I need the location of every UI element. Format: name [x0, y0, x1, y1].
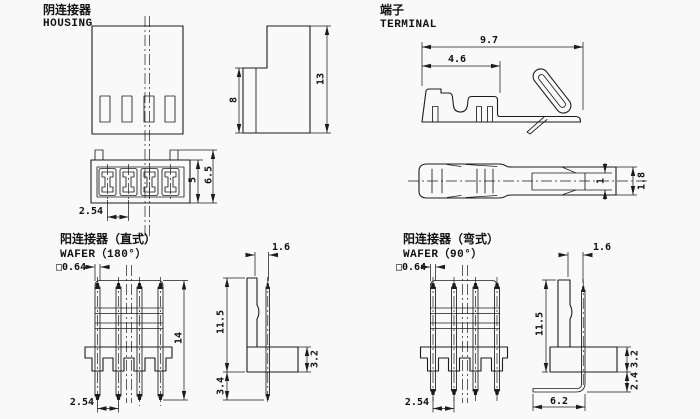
bent-pin — [532, 289, 586, 393]
dim-housing-bottom-overall: 6.5 — [204, 166, 215, 184]
housing-slot — [99, 95, 111, 123]
housing-side-view: 8 13 — [229, 25, 331, 134]
terminal-top-view: 1 1.8 — [408, 163, 648, 200]
wafer-180-title-en: WAFER（180°） — [60, 247, 147, 261]
wafer-base — [84, 346, 173, 372]
dim-wafer90-pin-drop: 2.4 — [630, 372, 641, 390]
dim-terminal-contact-length: 4.6 — [448, 54, 466, 65]
terminal-title-en: TERMINAL — [380, 19, 437, 31]
housing-title-en: HOUSING — [43, 18, 93, 30]
housing-slot — [143, 95, 155, 123]
dim-wafer90-pin-square: □0.64 — [396, 262, 426, 273]
pin — [472, 276, 479, 402]
dim-wafer90-body-height: 11.5 — [535, 312, 546, 336]
wafer-90-side-view: 1.6 11.5 3.2 2.4 6.2 — [532, 242, 641, 411]
wafer-180-front-view: □0.64 2.54 14 — [56, 262, 188, 413]
housing-bottom-view: 2.54 5 6.5 — [79, 149, 217, 221]
pin — [451, 276, 457, 402]
dim-wafer180-base-height: 3.2 — [310, 350, 321, 368]
dim-wafer180-body-height: 11.5 — [216, 310, 227, 334]
dim-wafer90-leg-length: 6.2 — [550, 396, 568, 407]
dim-housing-front-height: 8 — [229, 97, 240, 103]
terminal-side-view: 9.7 4.6 — [421, 35, 584, 135]
dim-wafer180-pin-square: □0.64 — [56, 262, 86, 273]
wafer-180-side-view: 1.6 11.5 3.4 3.2 — [216, 242, 321, 405]
dim-wafer90-pin-offset: 1.6 — [593, 242, 611, 253]
wafer-90-title-en: WAFER（90°） — [403, 247, 483, 261]
housing-tab — [169, 149, 179, 161]
housing-cavity — [98, 163, 117, 201]
dim-wafer90-pitch: 2.54 — [405, 397, 429, 408]
wafer-90-section: 阳连接器（弯式） WAFER（90°） □0.64 2.54 — [396, 231, 641, 413]
wafer-180-title-cn: 阳连接器（直式） — [60, 231, 156, 247]
housing-slot — [164, 95, 176, 123]
dim-wafer180-overall-height: 14 — [174, 332, 185, 344]
wafer-base — [246, 346, 299, 373]
housing-cavity — [119, 163, 138, 201]
wafer-180-section: 阳连接器（直式） WAFER（180°） □0.64 2.54 14 — [56, 231, 321, 413]
dim-terminal-overall-length: 9.7 — [480, 35, 498, 46]
pin — [115, 276, 122, 407]
dim-wafer180-pin-offset: 1.6 — [272, 242, 290, 253]
wafer-90-title-cn: 阳连接器（弯式） — [403, 231, 499, 247]
dim-housing-overall-height: 13 — [316, 73, 327, 85]
pin — [157, 276, 164, 407]
dim-wafer180-pitch: 2.54 — [70, 397, 94, 408]
wafer-90-front-view: □0.64 2.54 — [396, 262, 509, 413]
housing-title-cn: 阴连接器 — [43, 2, 92, 18]
pin — [494, 276, 500, 402]
terminal-title-cn: 端子 — [380, 2, 404, 18]
dim-housing-cavity-height: 5 — [188, 177, 199, 183]
pin — [136, 276, 143, 407]
dim-wafer180-pin-tail: 3.4 — [216, 377, 227, 395]
housing-tab — [94, 149, 104, 161]
housing-slot — [121, 95, 133, 123]
wafer-base — [419, 346, 509, 372]
dim-housing-pitch: 2.54 — [79, 206, 103, 217]
pin — [430, 276, 436, 402]
housing-section: 阴连接器 HOUSING 8 13 — [43, 2, 331, 237]
dim-wafer90-base-height: 3.2 — [630, 350, 641, 368]
housing-cavity — [161, 163, 180, 201]
pin — [94, 276, 101, 407]
terminal-spring-clip — [532, 68, 572, 114]
housing-front-view — [91, 16, 184, 237]
terminal-section: 端子 TERMINAL 9.7 4.6 — [380, 2, 648, 200]
